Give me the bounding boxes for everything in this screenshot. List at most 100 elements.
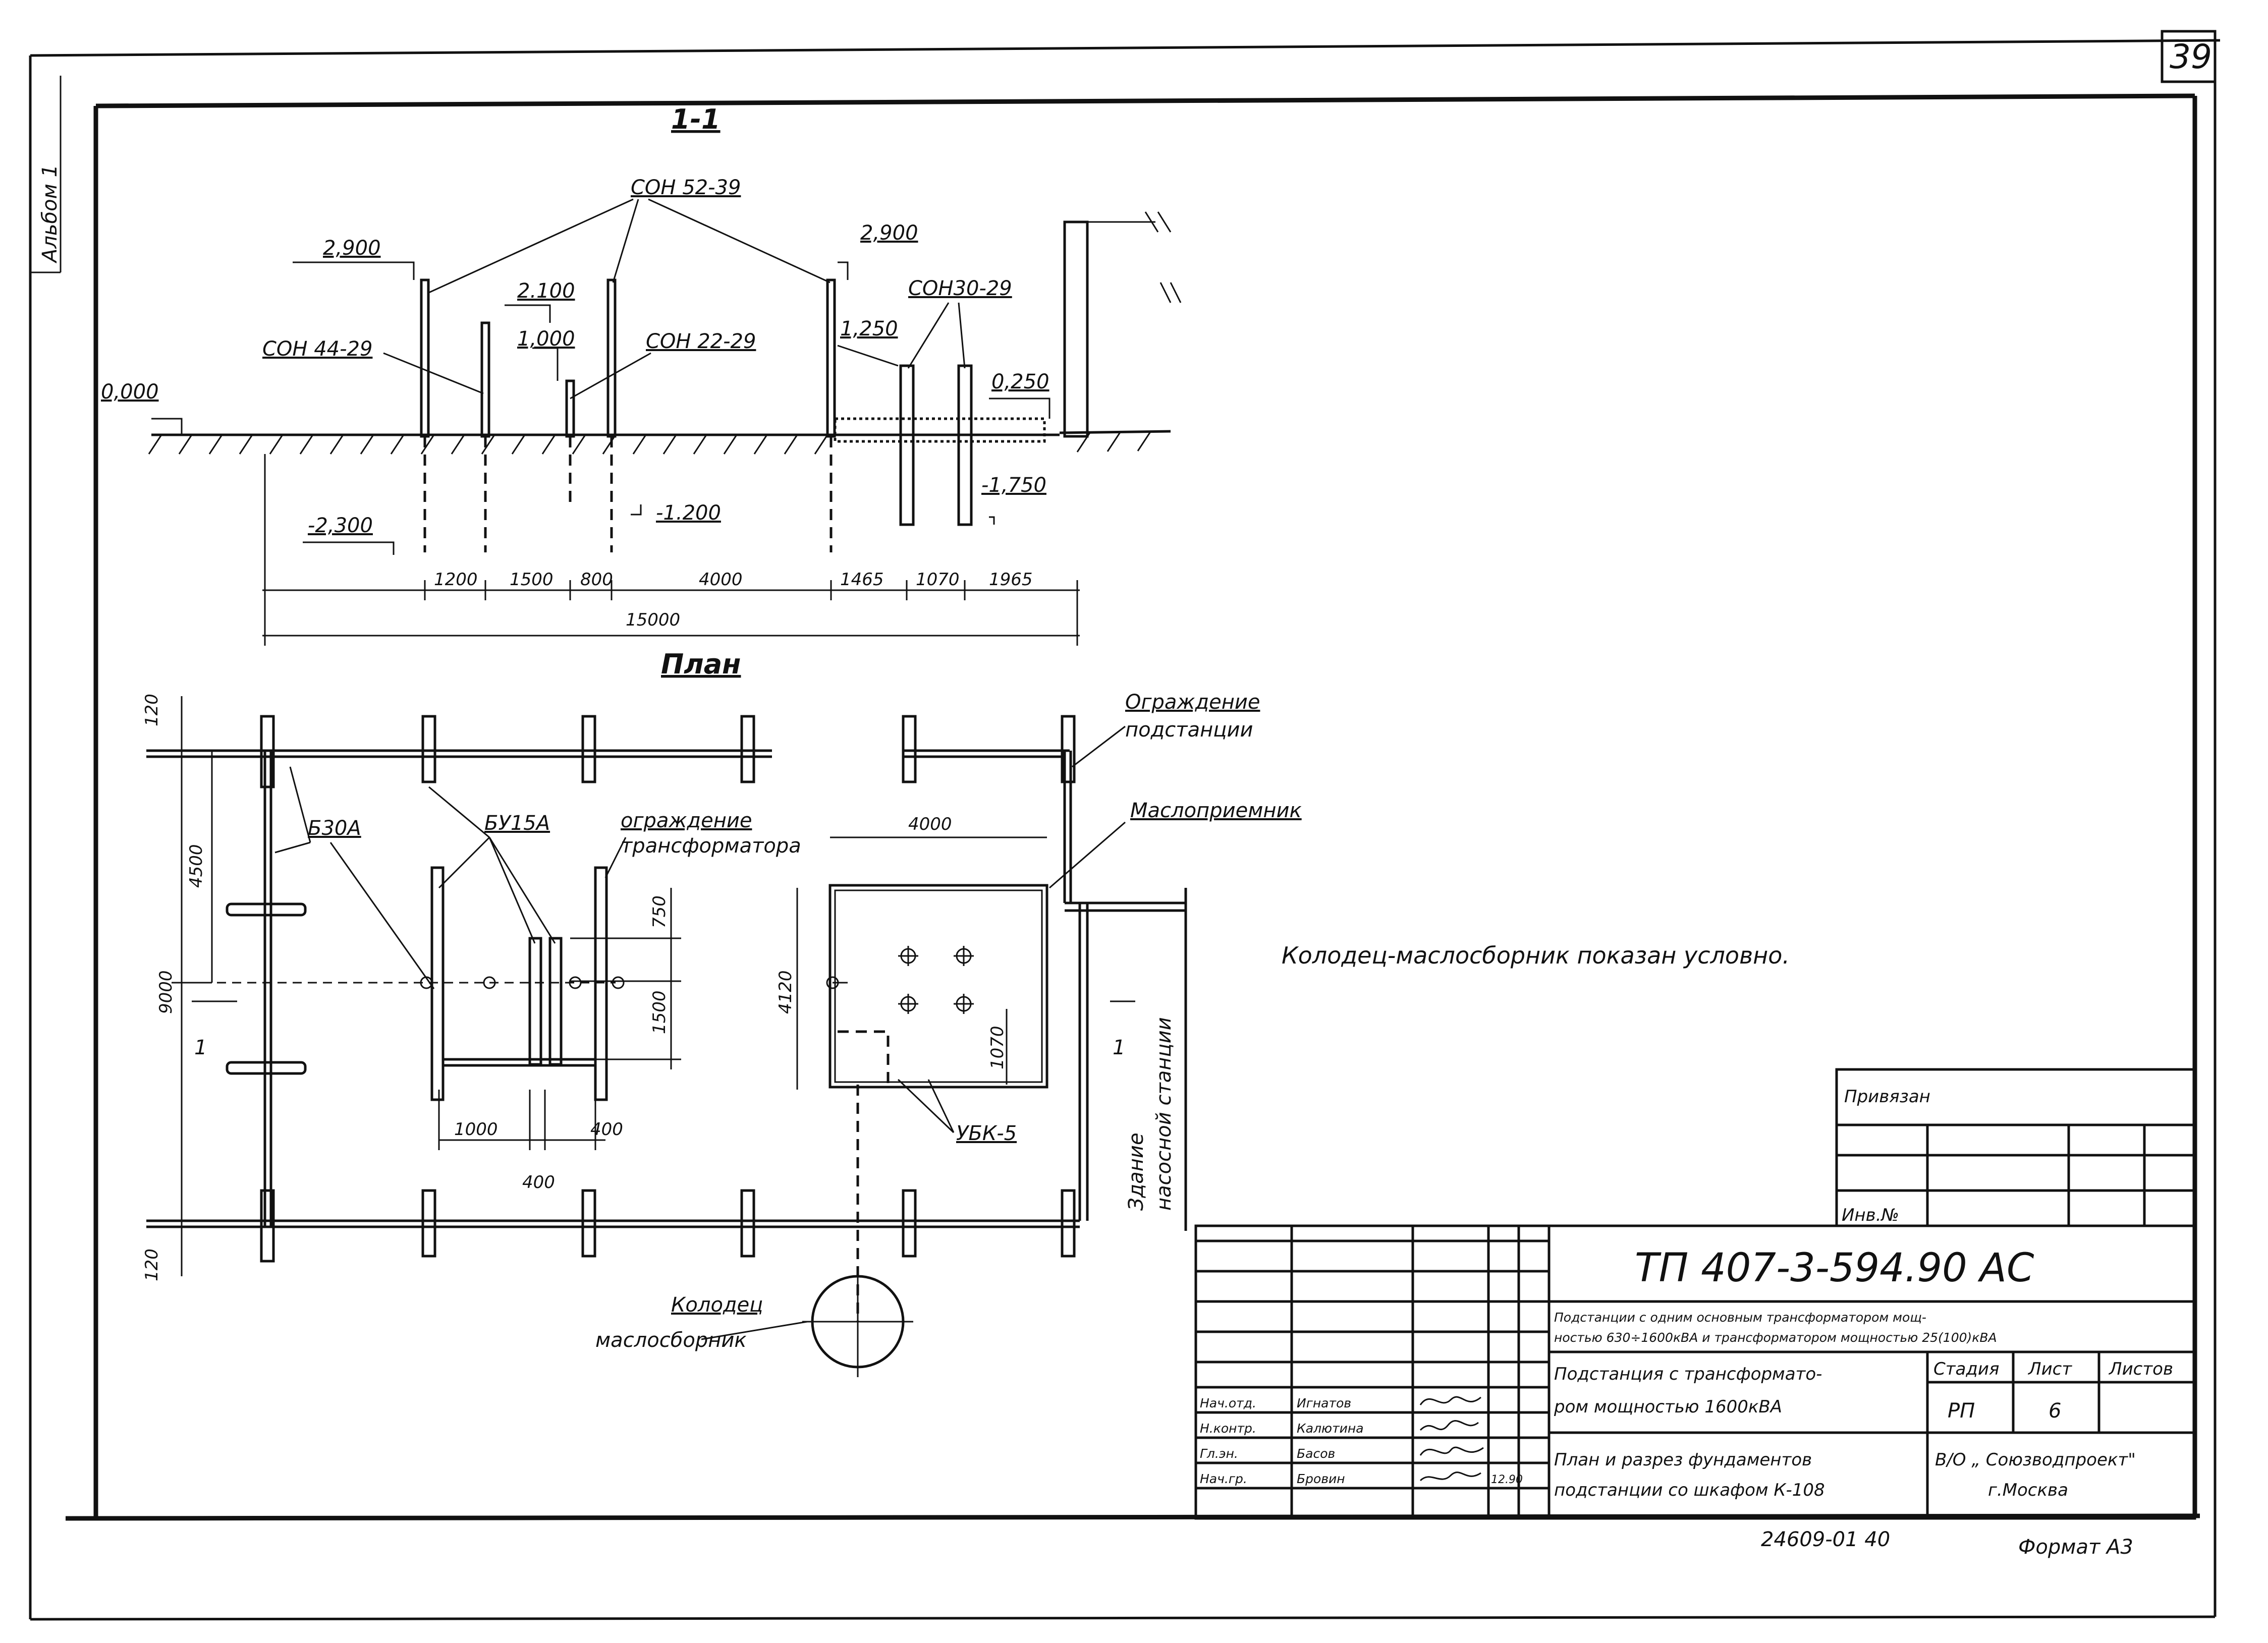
stamp-role-3: Нач.гр. xyxy=(1200,1471,1247,1486)
dim-400-a: 400 xyxy=(522,1172,555,1193)
dim-1070: 1070 xyxy=(916,570,960,590)
sheet-number-box: 39 xyxy=(2161,30,2217,83)
label-son52: СОН 52-39 xyxy=(631,176,741,199)
section-1-1: 1-1 xyxy=(101,103,1182,646)
label-fence-trafo-1: ограждение xyxy=(621,809,752,832)
drawing-note: Колодец-маслосборник показан условно. xyxy=(1282,942,1790,969)
dim-4500: 4500 xyxy=(186,844,206,888)
dim-4000-plan: 4000 xyxy=(908,814,952,834)
plan-dims-left xyxy=(172,696,213,1276)
pump-wall-section xyxy=(1063,211,1182,438)
elev-m1750: -1,750 xyxy=(981,474,1046,497)
stamp-name-0: Игнатов xyxy=(1297,1396,1351,1410)
dim-9000: 9000 xyxy=(156,970,176,1014)
signature-mark xyxy=(1419,1396,1481,1405)
label-usk: УБК-5 xyxy=(956,1122,1017,1145)
stamp-drawing-2: подстанции со шкафом К-108 xyxy=(1554,1480,1825,1500)
dim-1000: 1000 xyxy=(454,1119,498,1140)
plan-leaders xyxy=(274,725,1126,1340)
stamp-object-2: ром мощностью 1600кВА xyxy=(1554,1397,1782,1417)
stamp-role-2: Гл.эн. xyxy=(1200,1446,1238,1461)
elev-2900-left: 2,900 xyxy=(323,237,381,260)
stamp-stage-hdr: Стадия xyxy=(1933,1359,1999,1379)
stamp-name-2: Басов xyxy=(1297,1446,1335,1461)
label-fence-trafo-2: трансформатора xyxy=(621,834,801,858)
sheet-number: 39 xyxy=(2170,37,2212,76)
label-pump-2: насосной станции xyxy=(1152,1017,1176,1211)
stamp-org-2: г.Москва xyxy=(1988,1480,2068,1500)
stamp-org-1: В/О „ Союзводпроект" xyxy=(1935,1450,2136,1470)
ground-hatching xyxy=(148,431,1151,455)
stamp-role-1: Н.контр. xyxy=(1200,1421,1256,1436)
signature-mark xyxy=(1419,1420,1479,1431)
title-block: Привязан Инв.№ ТП 407-3-594.90 АС Подста… xyxy=(1194,1068,2196,1520)
label-well-2: маслосборник xyxy=(595,1329,747,1352)
dim-1965: 1965 xyxy=(989,570,1033,590)
dim-120-top: 120 xyxy=(142,694,162,726)
plan-fence xyxy=(146,749,1080,1228)
dim-1465: 1465 xyxy=(840,570,884,590)
label-oil-receiver: Маслоприемник xyxy=(1130,799,1302,822)
stamp-name-1: Калютина xyxy=(1297,1421,1364,1436)
stamp-sheet-hdr: Лист xyxy=(2027,1359,2072,1379)
dim-1200: 1200 xyxy=(434,570,478,590)
signature-mark xyxy=(1419,1471,1481,1482)
dim-800: 800 xyxy=(580,570,613,590)
dim-1500: 1500 xyxy=(510,570,554,590)
transformer-fence xyxy=(430,866,681,1101)
elev-2900-right: 2,900 xyxy=(860,221,918,245)
stamp-project-desc-2: ностью 630÷1600кВА и трансформатором мощ… xyxy=(1554,1330,1997,1345)
stamp-object-1: Подстанция с трансформато- xyxy=(1554,1364,1822,1384)
label-fence-sub-2: подстанции xyxy=(1125,718,1253,742)
elev-1250: 1,250 xyxy=(840,317,898,341)
label-son30: СОН30-29 xyxy=(908,277,1012,300)
elev-m2300: -2,300 xyxy=(308,514,373,537)
elev-0000: 0,000 xyxy=(101,380,159,404)
label-fence-sub-1: Ограждение xyxy=(1125,691,1260,714)
stamp-stage: РП xyxy=(1948,1399,1975,1423)
elev-0250: 0,250 xyxy=(991,370,1049,393)
dim-1500-plan: 1500 xyxy=(649,990,670,1034)
section-dimension-chain xyxy=(262,454,1080,646)
section-posts xyxy=(420,278,836,552)
stamp-project-desc-1: Подстанции с одним основным трансформато… xyxy=(1554,1310,1926,1325)
plan-title: План xyxy=(661,648,741,680)
elev-1000: 1,000 xyxy=(517,327,575,351)
plan-view: План xyxy=(142,648,1302,1377)
cut-mark-left: 1 xyxy=(194,1036,207,1059)
stamp-sheets-hdr: Листов xyxy=(2108,1359,2173,1379)
stamp-role-0: Нач.отд. xyxy=(1200,1396,1256,1410)
elev-2100: 2.100 xyxy=(517,279,575,303)
section-leaders xyxy=(383,198,966,400)
stamp-drawing-1: План и разрез фундаментов xyxy=(1554,1450,1812,1470)
stamp-sheet-no: 6 xyxy=(2049,1399,2061,1423)
dim-120-bottom: 120 xyxy=(142,1249,162,1281)
oil-well xyxy=(802,1266,913,1377)
cut-mark-right: 1 xyxy=(1113,1036,1125,1059)
section-title: 1-1 xyxy=(671,103,721,135)
stamp-privyazan: Привязан xyxy=(1844,1087,1930,1107)
stamp-name-3: Бровин xyxy=(1297,1471,1345,1486)
dim-750: 750 xyxy=(649,895,670,928)
stamp-doc-code: ТП 407-3-594.90 АС xyxy=(1635,1245,2034,1291)
label-b30a: Б30А xyxy=(308,817,361,840)
dim-4120: 4120 xyxy=(776,970,796,1014)
label-bu15a: БУ15А xyxy=(484,812,550,835)
dim-4000: 4000 xyxy=(699,570,743,590)
oil-receiver-plan xyxy=(796,836,1048,1322)
label-son44: СОН 44-29 xyxy=(262,337,372,361)
signature-mark xyxy=(1419,1446,1484,1456)
elevation-marks xyxy=(151,261,1050,555)
plan-dims-transformer xyxy=(438,888,672,1150)
dim-15000: 15000 xyxy=(626,610,680,630)
plan-fence-posts xyxy=(226,715,1076,1263)
album-label: Альбом 1 xyxy=(38,164,62,264)
elev-m1200: -1.200 xyxy=(656,501,721,525)
dim-1070-plan: 1070 xyxy=(987,1026,1008,1069)
label-well-1: Колодец xyxy=(671,1293,763,1317)
dim-400-b: 400 xyxy=(590,1119,623,1140)
pump-station-plan xyxy=(1065,888,1187,1231)
label-son22: СОН 22-29 xyxy=(646,330,756,353)
